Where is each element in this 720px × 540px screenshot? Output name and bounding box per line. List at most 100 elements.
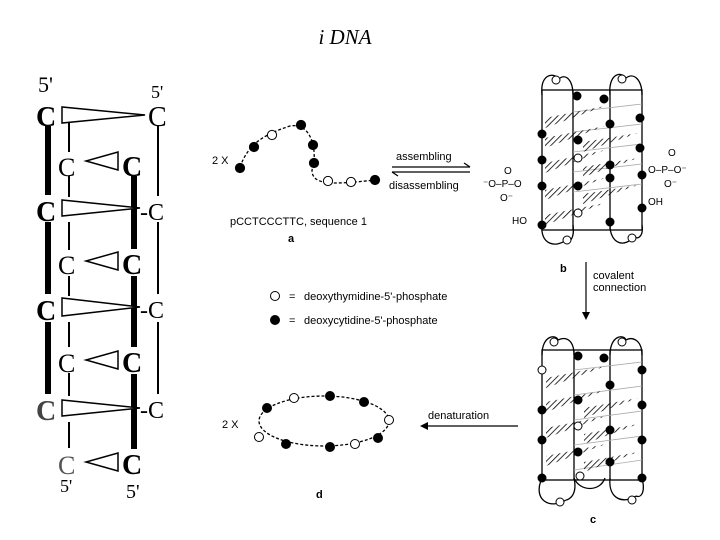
nucleotide-c <box>605 425 615 435</box>
panel-b-label: b <box>560 263 567 275</box>
end-label-top-right: 5' <box>151 82 163 102</box>
nucleotide-c <box>308 157 320 169</box>
nucleotide-c <box>373 433 383 443</box>
nucleotide-c <box>605 119 615 129</box>
phosphate-left: ⁻O–P–O <box>483 179 522 190</box>
base-c: C <box>58 153 75 182</box>
pair-wedge <box>61 399 141 417</box>
nucleotide-c <box>537 155 547 165</box>
nucleotide-c <box>605 217 615 227</box>
pair-wedge <box>83 350 119 370</box>
base-c: C <box>122 250 142 281</box>
nucleotide-c <box>262 403 272 413</box>
nucleotide-c <box>599 353 609 363</box>
left-imotif-schematic: 5' 5' C C C C C -C C <box>36 72 167 503</box>
base-c: C <box>148 102 167 133</box>
pair-wedge <box>83 452 119 472</box>
nucleotide-c <box>573 395 583 405</box>
nucleotide-t <box>573 208 583 218</box>
nucleotide-c <box>605 457 615 467</box>
nucleotide-c <box>307 139 319 151</box>
covalent-label-line2: connection <box>593 282 646 294</box>
pair-wedge <box>83 251 119 271</box>
panel-a-strand: 2 X pCCTCCCTTC, sequence 1 a <box>212 119 381 245</box>
nucleotide-c <box>537 473 547 483</box>
nucleotide-c <box>637 170 647 180</box>
nucleotide-t <box>266 129 278 141</box>
nucleotide-c <box>573 447 583 457</box>
nucleotide-c <box>234 162 246 174</box>
nucleotide-c <box>537 435 547 445</box>
nucleotide-c <box>537 129 547 139</box>
nucleotide-t <box>289 393 299 403</box>
nucleotide-t <box>562 235 572 245</box>
denaturation-label: denaturation <box>428 410 489 422</box>
legend-thymidine-text: deoxythymidine-5'-phosphate <box>304 291 447 303</box>
nucleotide-t <box>384 415 394 425</box>
covalent-arrow: covalent connection <box>582 262 646 320</box>
base-c: C <box>36 102 56 133</box>
nucleotide-t <box>627 495 637 505</box>
nucleotide-c <box>325 442 335 452</box>
nucleotide-c <box>637 365 647 375</box>
base-c: C <box>36 197 56 228</box>
base-c: C <box>122 348 142 379</box>
nucleotide-t <box>350 439 360 449</box>
nucleotide-c <box>369 174 381 186</box>
panel-c-label: c <box>590 514 596 526</box>
nucleotide-c <box>281 439 291 449</box>
nucleotide-c <box>637 203 647 213</box>
equilibrium-arrows: assembling disassembling <box>389 151 471 192</box>
nucleotide-c <box>605 160 615 170</box>
base-c: C <box>36 396 56 427</box>
pair-wedge <box>61 106 146 124</box>
oh-label: OH <box>648 197 663 208</box>
base-c: C <box>122 152 142 183</box>
assembling-label: assembling <box>396 151 452 163</box>
nucleotide-t <box>551 75 561 85</box>
end-label-bottom-left: 5' <box>60 476 72 496</box>
nucleotide-c <box>637 435 647 445</box>
base-c: C <box>122 450 142 481</box>
panel-d-label: d <box>316 489 323 501</box>
legend: = deoxythymidine-5'-phosphate = deoxycyt… <box>270 291 447 327</box>
nucleotide-c <box>573 135 583 145</box>
legend-eq: = <box>289 315 295 327</box>
panel-a-multiplier: 2 X <box>212 155 229 167</box>
o-minus-label: O⁻ <box>500 193 513 204</box>
nucleotide-t <box>573 153 583 163</box>
nucleotide-t <box>555 497 565 507</box>
panel-d-multiplier: 2 X <box>222 419 239 431</box>
nucleotide-c <box>537 181 547 191</box>
nucleotide-c <box>637 400 647 410</box>
nucleotide-c <box>572 91 582 101</box>
nucleotide-c <box>637 473 647 483</box>
pair-wedge <box>61 199 141 217</box>
pair-wedge <box>61 297 141 317</box>
o-label: O <box>504 166 512 177</box>
panel-b-imotif: O ⁻O–P–O O⁻ O O–P–O⁻ O⁻ HO OH b <box>483 73 687 275</box>
nucleotide-c <box>599 94 609 104</box>
nucleotide-c <box>605 380 615 390</box>
nucleotide-c <box>573 181 583 191</box>
panel-a-label: a <box>288 233 295 245</box>
nucleotide-c <box>325 391 335 401</box>
ho-label: HO <box>512 216 527 227</box>
nucleotide-c <box>248 141 260 153</box>
base-c: C <box>58 349 75 378</box>
figure-title: i DNA <box>318 25 371 49</box>
nucleotide-t <box>627 233 637 243</box>
nucleotide-c <box>537 220 547 230</box>
nucleotide-t <box>345 176 357 188</box>
nucleotide-c <box>295 119 307 131</box>
nucleotide-c <box>537 405 547 415</box>
nucleotide-t <box>573 421 583 431</box>
nucleotide-c <box>573 351 583 361</box>
panel-d-ring: 2 X d <box>222 391 394 501</box>
legend-open-circle-icon <box>270 291 280 301</box>
panel-c-imotif: c <box>537 336 647 526</box>
nucleotide-t <box>322 175 334 187</box>
base-c: C <box>58 251 75 280</box>
